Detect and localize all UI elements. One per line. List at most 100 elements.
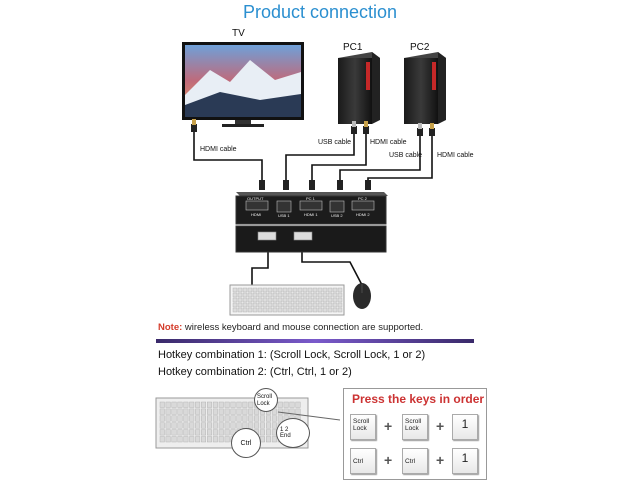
keyboard-key — [206, 422, 212, 429]
keyboard-key — [232, 297, 238, 303]
keyboard-key — [312, 302, 318, 308]
keyboard-key — [232, 302, 238, 308]
keyboard-key — [195, 408, 201, 415]
keyboard-key — [266, 415, 271, 422]
keyboard-key — [218, 422, 224, 429]
keyboard-key — [237, 287, 243, 293]
keyboard-key — [189, 422, 195, 429]
keyboard-key — [322, 297, 328, 303]
keyboard-key — [289, 401, 295, 408]
keyboard-key — [171, 429, 177, 436]
keyboard-key — [218, 429, 224, 436]
keyboard-key — [212, 422, 218, 429]
keyboard-key — [260, 422, 265, 429]
keyboard-key — [277, 297, 283, 303]
keyboard-key — [312, 287, 318, 293]
keyboard-key — [327, 307, 333, 313]
keyboard-key — [247, 292, 253, 298]
keyboard-key — [289, 408, 295, 415]
keyboard-key — [272, 297, 278, 303]
keyboard-key — [292, 297, 298, 303]
keyboard-key — [317, 307, 323, 313]
keyboard-key — [332, 307, 338, 313]
keyboard-key — [195, 422, 201, 429]
keyboard-key — [177, 408, 183, 415]
keyboard-key — [218, 436, 224, 443]
keyboard-key — [287, 297, 293, 303]
keyboard-key — [237, 297, 243, 303]
keyboard-key — [230, 415, 236, 422]
keyboard-key — [189, 408, 195, 415]
hdmi-cable-label-pc1: HDMI cable — [370, 139, 407, 146]
keyboard-key — [337, 302, 343, 308]
keyboard-key — [262, 302, 268, 308]
keyboard-key — [292, 292, 298, 298]
keyboard-key — [242, 401, 248, 408]
keyboard-key — [287, 302, 293, 308]
port-pc1-label: PC 1 — [306, 196, 315, 201]
keyboard-key — [322, 292, 328, 298]
port-hdmi2-label: HDMI 2 — [356, 212, 370, 217]
keyboard-key — [159, 415, 165, 422]
keyboard-key — [287, 287, 293, 293]
keyboard-key — [283, 408, 289, 415]
keyboard-key — [257, 287, 263, 293]
note-keyword: Note: — [158, 322, 183, 333]
keyboard-key — [212, 429, 218, 436]
pc2-tower — [404, 52, 446, 124]
keyboard-key — [242, 408, 248, 415]
keyboard-key — [230, 408, 236, 415]
tv-monitor — [182, 42, 304, 127]
keyboard-key — [206, 408, 212, 415]
divider — [156, 339, 474, 343]
keyboard-key — [332, 297, 338, 303]
note-text: wireless keyboard and mouse connection a… — [182, 322, 424, 333]
keyboard-key — [327, 287, 333, 293]
keyboard — [229, 284, 345, 316]
keyboard-key — [307, 307, 313, 313]
keyboard-key — [297, 302, 303, 308]
keyboard-key — [177, 436, 183, 443]
keyboard-key — [177, 422, 183, 429]
keyboard-key — [189, 401, 195, 408]
keyboard-key — [266, 422, 271, 429]
mouse — [353, 283, 371, 309]
keyboard-key — [242, 307, 248, 313]
keyboard-key — [248, 415, 254, 422]
keyboard-key — [337, 297, 343, 303]
keyboard-key — [171, 415, 177, 422]
keyboard-key — [165, 436, 171, 443]
key-2-label: 2 — [285, 427, 289, 433]
keyboard-key — [317, 287, 323, 293]
port-output-label: OUTPUT — [247, 196, 264, 201]
keyboard-key — [252, 292, 258, 298]
keyboard-key — [237, 307, 243, 313]
keyboard-key — [237, 292, 243, 298]
keyboard-key — [302, 307, 308, 313]
keyboard-key — [282, 307, 288, 313]
keyboard-key — [327, 302, 333, 308]
port-hdmi1-label: HDMI 1 — [304, 212, 318, 217]
keyboard-key — [248, 401, 254, 408]
keyboard-key — [247, 302, 253, 308]
keyboard-key — [317, 302, 323, 308]
keyboard-key — [189, 429, 195, 436]
keyboard-key — [242, 415, 248, 422]
keyboard-key — [283, 401, 289, 408]
keyboard-key — [224, 401, 230, 408]
keyboard-key — [312, 307, 318, 313]
key-ctrl-2: Ctrl — [402, 448, 428, 474]
keyboard-key — [292, 287, 298, 293]
keyboard-key — [295, 408, 301, 415]
keyboard-key — [242, 292, 248, 298]
keyboard-key — [302, 302, 308, 308]
keyboard-key — [206, 436, 212, 443]
keyboard-key — [232, 287, 238, 293]
keyboard-key — [260, 429, 265, 436]
keyboard-key — [218, 415, 224, 422]
keyboard-key — [247, 307, 253, 313]
keyboard-key — [317, 297, 323, 303]
keyboard-key — [212, 408, 218, 415]
keyboard-key — [332, 292, 338, 298]
